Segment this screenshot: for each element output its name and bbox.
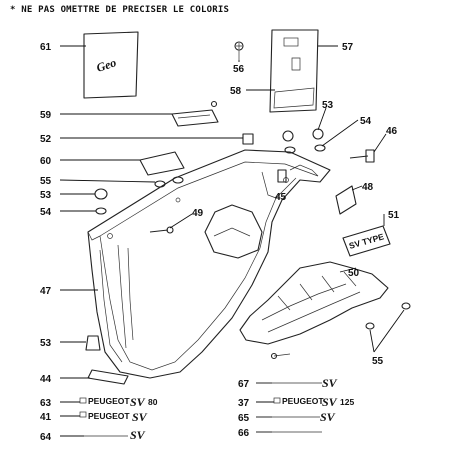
plate-text: SV TYPE: [348, 231, 386, 251]
callout-45: 45: [275, 192, 287, 203]
pad-60: [139, 151, 185, 176]
callout-51: 51: [388, 210, 400, 221]
callout-59: 59: [40, 110, 52, 121]
badge-67: SV: [272, 376, 338, 390]
badge-37: PEUGEOT SV 125: [273, 395, 354, 409]
callout-57: 57: [342, 42, 354, 53]
bracket-48: [335, 185, 357, 215]
callout-50: 50: [348, 268, 360, 279]
bolt-46: [349, 149, 375, 163]
badge-65-model: SV: [320, 410, 336, 424]
badge-41-model: SV: [132, 410, 148, 424]
callout-53-bottom: 53: [40, 338, 52, 349]
washer-55-lower: [270, 302, 411, 360]
callout-58: 58: [230, 86, 242, 97]
nut-53-right: [282, 128, 326, 154]
badge-37-brand: PEUGEOT: [282, 396, 324, 406]
callout-53-left: 53: [40, 190, 52, 201]
geo-logo-text: Geo: [95, 55, 118, 74]
washer-55-upper: [154, 176, 184, 188]
badge-67-model: SV: [322, 376, 338, 390]
badge-37-size: 125: [340, 397, 354, 407]
screw-56: [234, 41, 244, 60]
callout-56: 56: [233, 64, 245, 75]
callout-37: 37: [238, 398, 250, 409]
callout-49: 49: [192, 208, 204, 219]
badge-41-brand: PEUGEOT: [88, 411, 130, 421]
badge-37-model: SV: [322, 395, 338, 409]
mat-50: [239, 261, 389, 345]
callout-61: 61: [40, 42, 52, 53]
geo-sticker-61: Geo: [83, 31, 139, 99]
nut-53-bottom: [85, 335, 101, 351]
badge-63-model: SV: [130, 395, 146, 409]
callout-47: 47: [40, 286, 52, 297]
tray-59: [171, 100, 219, 127]
badge-65: SV: [272, 410, 336, 424]
callout-63: 63: [40, 398, 52, 409]
badge-63: PEUGEOT SV 80: [79, 395, 158, 409]
callout-67: 67: [238, 379, 250, 390]
screw-49: [149, 226, 174, 234]
clip-52: [242, 133, 254, 145]
strip-44: [87, 369, 129, 385]
badge-63-brand: PEUGEOT: [88, 396, 130, 406]
callout-55-upper: 55: [40, 176, 52, 187]
callout-48: 48: [362, 182, 374, 193]
callout-60: 60: [40, 156, 52, 167]
callout-44: 44: [40, 374, 52, 385]
badge-64-model: SV: [130, 428, 146, 442]
leader-lines: [59, 45, 405, 437]
emblem-plate-51: SV TYPE: [342, 225, 391, 257]
badge-63-size: 80: [148, 397, 158, 407]
callout-numbers: 61 56 57 58 59 53 54 46 52 60 55 48 45 5…: [40, 42, 400, 443]
nut-53-left: [94, 188, 108, 215]
callout-54-upper: 54: [360, 116, 372, 127]
callout-65: 65: [238, 413, 250, 424]
color-note: * NE PAS OMETTRE DE PRECISER LE COLORIS: [10, 5, 230, 15]
callout-54-left: 54: [40, 207, 52, 218]
callout-55-lower: 55: [372, 356, 384, 367]
badge-41: PEUGEOT SV: [79, 410, 148, 424]
callout-66: 66: [238, 428, 250, 439]
badge-64: SV: [84, 428, 146, 442]
callout-64: 64: [40, 432, 52, 443]
storage-box-47: [87, 149, 331, 379]
callout-41: 41: [40, 412, 52, 423]
callout-52: 52: [40, 134, 52, 145]
catch-45: [277, 169, 287, 183]
callout-46: 46: [386, 126, 398, 137]
callout-53-upper: 53: [322, 100, 334, 111]
side-panel-57: [269, 29, 319, 113]
